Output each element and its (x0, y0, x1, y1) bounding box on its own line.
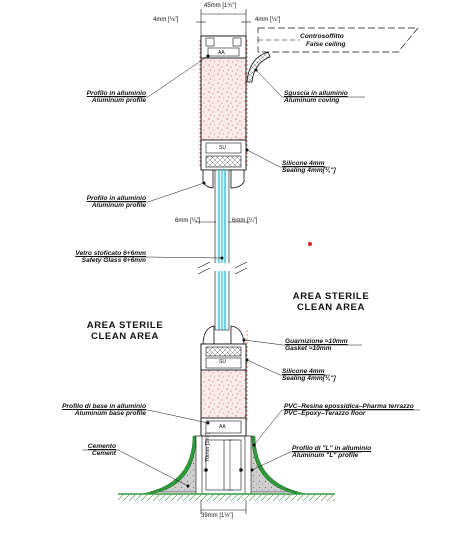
label-profile-top: Profilo in alluminio Aluminum profile (38, 90, 146, 105)
label-profile-mid-it: Profilo in alluminio (86, 195, 146, 202)
dim-base-width: 39mm [1½"] (201, 513, 234, 519)
upper-glazing-bead (202, 169, 245, 189)
area-label-left: AREA STERILE CLEAN AREA (80, 320, 170, 342)
dim-glass-right: 6mm [¼"] (232, 218, 258, 224)
ceiling-coving (246, 51, 271, 83)
label-gasket: Guarnizione ≈10mm Gasket ≈10mm (285, 338, 348, 353)
top-dimension (196, 9, 251, 40)
area-label-right: AREA STERILE CLEAN AREA (286, 291, 376, 313)
dim-glass-left: 6mm [¼"] (175, 218, 201, 224)
dim-base-height: 70mm [2¾"] (205, 432, 211, 462)
leaders (82, 54, 420, 488)
label-cement-en: Cement (91, 450, 116, 458)
ceiling-label: Controsoffitto False ceiling (300, 33, 346, 49)
area-right-en: CLEAN AREA (297, 302, 365, 313)
mark-top: AA (218, 50, 225, 56)
label-profile-top-it: Profilo in alluminio (86, 90, 146, 97)
label-coving: Sguscia in alluminio Aluminum coving (284, 90, 348, 105)
label-gasket-en: Gasket ≈10mm (285, 345, 332, 353)
label-silicone-top: Silicone 4mm Sealing 4mm[⅛"] (282, 160, 336, 175)
area-left-it: AREA STERILE (86, 320, 164, 331)
ground (118, 493, 335, 501)
label-silicone-top-it: Silicone 4mm (282, 160, 325, 167)
false-ceiling (257, 27, 419, 53)
bottom-dimension (200, 500, 247, 514)
label-pvc: PVC–Resina epossidica–Pharma terrazzo PV… (284, 403, 414, 418)
label-glass: Vetro stoficato 6+6mm Safety Glass 6+6mm (28, 250, 146, 265)
mark-upper-mid: SU (219, 145, 226, 151)
label-cement-it: Cemento (87, 443, 116, 450)
area-right-it: AREA STERILE (292, 291, 370, 302)
label-l-profile-en: Aluminum "L" profile (292, 452, 359, 460)
area-left-en: CLEAN AREA (91, 331, 159, 342)
label-coving-it: Sguscia in alluminio (284, 90, 348, 97)
label-gasket-it: Guarnizione ≈10mm (285, 338, 348, 345)
label-profile-top-en: Aluminum profile (91, 97, 146, 105)
mark-lower-mid: SU (219, 359, 226, 365)
label-silicone-bot-en: Sealing 4mm[⅛"] (282, 375, 336, 383)
upper-wall-panel (200, 35, 247, 171)
glass-pane (197, 169, 248, 331)
label-l-profile: Profilo di "L" in alluminio Aluminum "L"… (292, 445, 371, 460)
label-base-profile: Profilo di base in alluminio Aluminum ba… (18, 403, 146, 418)
label-glass-en: Safety Glass 6+6mm (81, 257, 146, 265)
mark-bottom: AA (219, 424, 226, 430)
label-glass-it: Vetro stoficato 6+6mm (75, 250, 146, 257)
reference-dot (308, 242, 312, 246)
dim-left-gap: 4mm [⅛"] (153, 17, 179, 23)
label-base-profile-en: Aluminum base profile (74, 410, 146, 418)
lower-wall-panel (200, 325, 247, 437)
label-silicone-bot-it: Silicone 4mm (282, 368, 325, 375)
dim-top-width: 45mm [1¾"] (204, 3, 237, 9)
label-profile-mid: Profilo in alluminio Aluminum profile (38, 195, 146, 210)
label-silicone-bot: Silicone 4mm Sealing 4mm[⅛"] (282, 368, 336, 383)
ceiling-label-it: Controsoffitto (300, 33, 344, 40)
label-profile-mid-en: Aluminum profile (91, 202, 146, 210)
label-l-profile-it: Profilo di "L" in alluminio (292, 445, 372, 452)
ceiling-label-en: False ceiling (306, 41, 346, 48)
label-pvc-it: PVC–Resina epossidica–Pharma terrazzo (284, 403, 414, 410)
label-cement: Cemento Cement (30, 443, 116, 458)
label-pvc-en: PVC–Epoxy–Terazzo floor (284, 410, 366, 418)
label-coving-en: Aluminum coving (284, 97, 340, 105)
dim-right-gap: 4mm [⅛"] (255, 17, 281, 23)
base-detail (141, 435, 307, 495)
label-base-profile-it: Profilo di base in alluminio (62, 403, 146, 410)
label-silicone-top-en: Sealing 4mm[⅛"] (282, 167, 336, 175)
